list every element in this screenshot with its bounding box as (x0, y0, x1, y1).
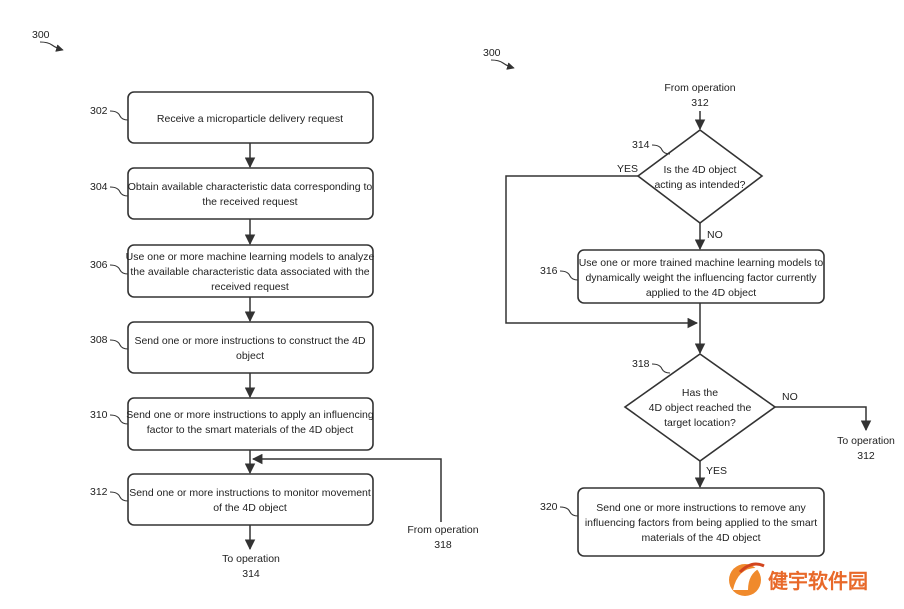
step-320-box (577, 487, 825, 557)
step-308: Send one or more instructions to constru… (90, 321, 374, 374)
step-306-line-1: Use one or more machine learning models … (126, 251, 375, 263)
decision-314-ref: 314 (632, 139, 650, 151)
decision-314-diamond (636, 129, 764, 225)
step-312-line-2: of the 4D object (213, 502, 287, 514)
step-320: Send one or more instructions to remove … (540, 487, 825, 557)
step-320-line-1: Send one or more instructions to remove … (596, 502, 806, 514)
step-306-ref-leader (109, 264, 129, 275)
decision-318-ref-leader (651, 363, 671, 374)
to-operation-314-label: To operation (222, 553, 280, 565)
step-302: Receive a microparticle delivery request… (90, 91, 374, 144)
step-308-line-1: Send one or more instructions to constru… (134, 335, 366, 347)
step-310: Send one or more instructions to apply a… (90, 397, 374, 451)
right-figure-ref-arrow (490, 59, 515, 70)
step-302-ref: 302 (90, 105, 108, 117)
decision-318-yes-label: YES (706, 465, 727, 477)
loop-from-318-line (251, 453, 442, 522)
step-316-line-3: applied to the 4D object (646, 287, 756, 299)
step-302-ref-leader (109, 110, 129, 121)
to-operation-312-number: 312 (857, 450, 875, 462)
step-316-line-1: Use one or more trained machine learning… (579, 257, 824, 269)
decision-318-line-1: Has the (682, 387, 718, 399)
step-310-ref: 310 (90, 409, 108, 421)
to-operation-314-number: 314 (242, 568, 260, 580)
step-302-line: Receive a microparticle delivery request (157, 113, 343, 125)
step-310-line-2: factor to the smart materials of the 4D … (147, 424, 354, 436)
decision-318-no-label: NO (782, 391, 798, 403)
step-312: Send one or more instructions to monitor… (90, 473, 374, 526)
step-308-line-2: object (236, 350, 264, 362)
step-320-line-2: influencing factors from being applied t… (585, 517, 817, 529)
step-310-line-1: Send one or more instructions to apply a… (126, 409, 374, 421)
from-operation-312-number: 312 (691, 97, 709, 109)
step-304-box (127, 167, 374, 220)
step-306-ref: 306 (90, 259, 108, 271)
left-figure-ref: 300 (32, 29, 50, 41)
decision-314-line-2: acting as intended? (654, 179, 745, 191)
step-306-line-3: received request (211, 281, 289, 293)
step-304-ref-leader (109, 186, 129, 197)
step-304-line-1: Obtain available characteristic data cor… (128, 181, 373, 193)
step-306: Use one or more machine learning models … (90, 244, 375, 298)
watermark-text: 健宇软件园 (768, 569, 868, 593)
to-operation-312-label: To operation (837, 435, 895, 447)
left-flowchart: 300 Receive a microparticle delivery req… (32, 29, 479, 580)
step-320-line-3: materials of the 4D object (641, 532, 760, 544)
step-308-box (127, 321, 374, 374)
step-308-ref-leader (109, 339, 129, 350)
step-312-ref-leader (109, 491, 129, 502)
right-flowchart: 300 From operation 312 Is the 4D object … (483, 47, 895, 557)
left-figure-ref-arrow (39, 41, 64, 52)
step-316-ref-leader (559, 270, 579, 281)
from-operation-318-number: 318 (434, 539, 452, 551)
step-308-ref: 308 (90, 334, 108, 346)
step-304: Obtain available characteristic data cor… (90, 167, 374, 220)
step-316-ref: 316 (540, 265, 558, 277)
decision-318-line-3: target location? (664, 417, 736, 429)
decision-318: Has the 4D object reached the target loc… (623, 353, 777, 462)
step-316-box (577, 249, 825, 304)
step-312-box (127, 473, 374, 526)
yes-path-314 (505, 175, 699, 329)
right-figure-ref: 300 (483, 47, 501, 59)
from-operation-312-label: From operation (664, 82, 735, 94)
decision-314: Is the 4D object acting as intended? 314 (632, 129, 764, 225)
step-304-ref: 304 (90, 181, 108, 193)
step-312-ref: 312 (90, 486, 108, 498)
decision-314-yes-label: YES (617, 163, 638, 175)
from-operation-318-label: From operation (407, 524, 478, 536)
decision-314-no-label: NO (707, 229, 723, 241)
no-path-318 (775, 406, 872, 432)
decision-318-line-2: 4D object reached the (649, 402, 752, 414)
decision-314-line-1: Is the 4D object (664, 164, 737, 176)
step-316-line-2: dynamically weight the influencing facto… (585, 272, 817, 284)
step-320-ref-leader (559, 506, 579, 517)
step-320-ref: 320 (540, 501, 558, 513)
decision-314-ref-leader (651, 144, 671, 155)
step-306-line-2: the available characteristic data associ… (130, 266, 369, 278)
watermark: 健宇软件园 (729, 562, 868, 596)
step-312-line-1: Send one or more instructions to monitor… (129, 487, 371, 499)
decision-318-ref: 318 (632, 358, 650, 370)
step-304-line-2: the received request (202, 196, 297, 208)
watermark-logo-icon (729, 562, 765, 596)
step-316: Use one or more trained machine learning… (540, 249, 825, 304)
step-310-ref-leader (109, 414, 129, 425)
